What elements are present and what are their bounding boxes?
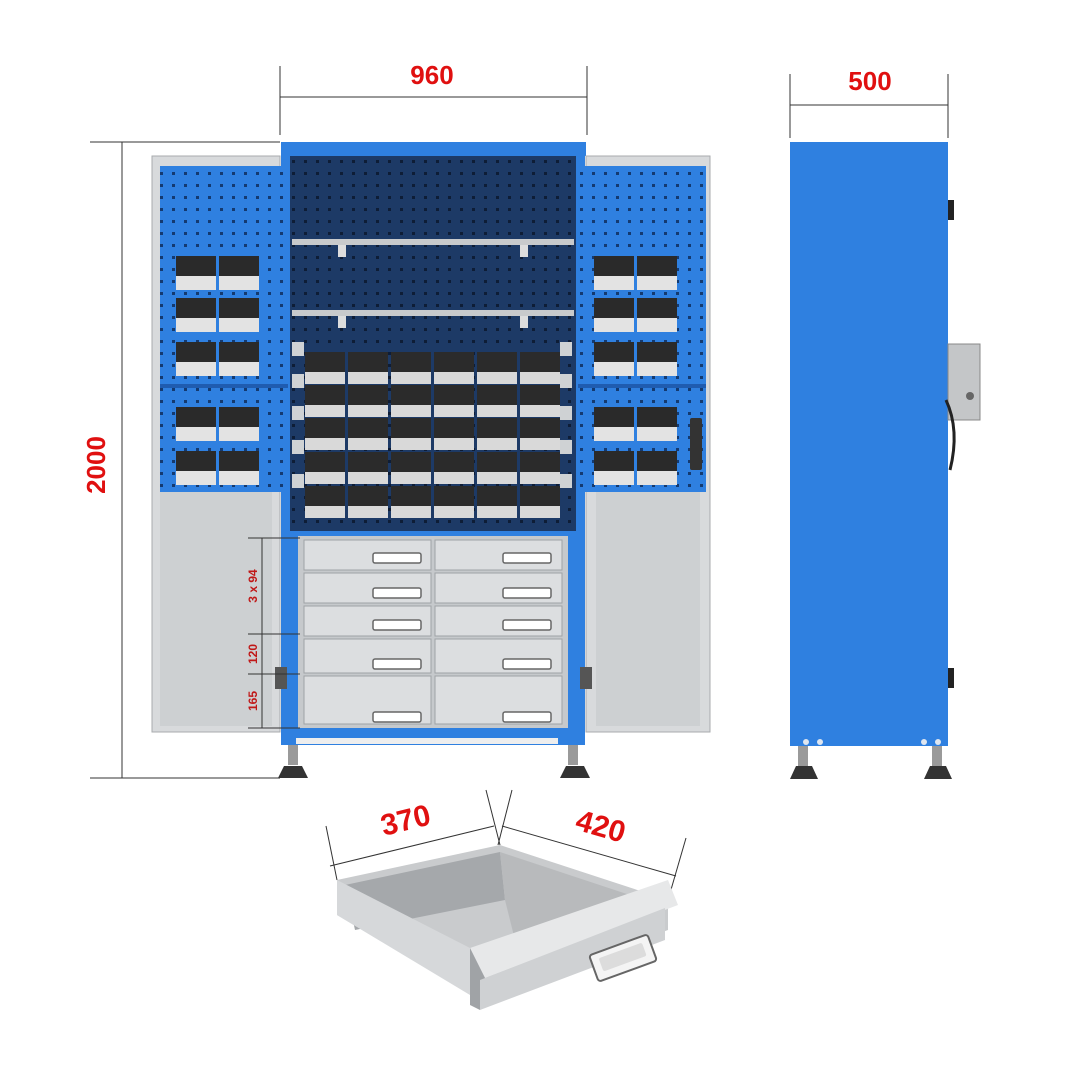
width-label: 960 <box>410 60 453 90</box>
drawer-detail <box>325 789 687 1010</box>
shelf <box>292 310 574 316</box>
door-bins-right <box>594 256 677 485</box>
drawer-width-label: 370 <box>377 799 434 843</box>
drawer-large-label: 165 <box>246 691 260 711</box>
drawers <box>303 539 563 725</box>
height-label: 2000 <box>81 436 111 494</box>
width-dimension <box>279 66 588 135</box>
door-bins-left <box>176 256 259 485</box>
depth-dimension <box>789 74 949 138</box>
shelf <box>292 239 574 245</box>
interior-bins <box>305 352 560 518</box>
cabinet-front <box>278 142 590 778</box>
depth-label: 500 <box>848 66 891 96</box>
lock-handle-icon <box>690 418 702 470</box>
height-dimension <box>90 141 280 779</box>
drawer-medium-label: 120 <box>246 644 260 664</box>
cabinet-side <box>790 142 981 779</box>
right-door <box>578 155 711 733</box>
left-door: 3 x 94 120 165 <box>151 155 300 733</box>
drawer-depth-label: 420 <box>572 804 629 850</box>
drawer-small-label: 3 x 94 <box>246 569 260 603</box>
